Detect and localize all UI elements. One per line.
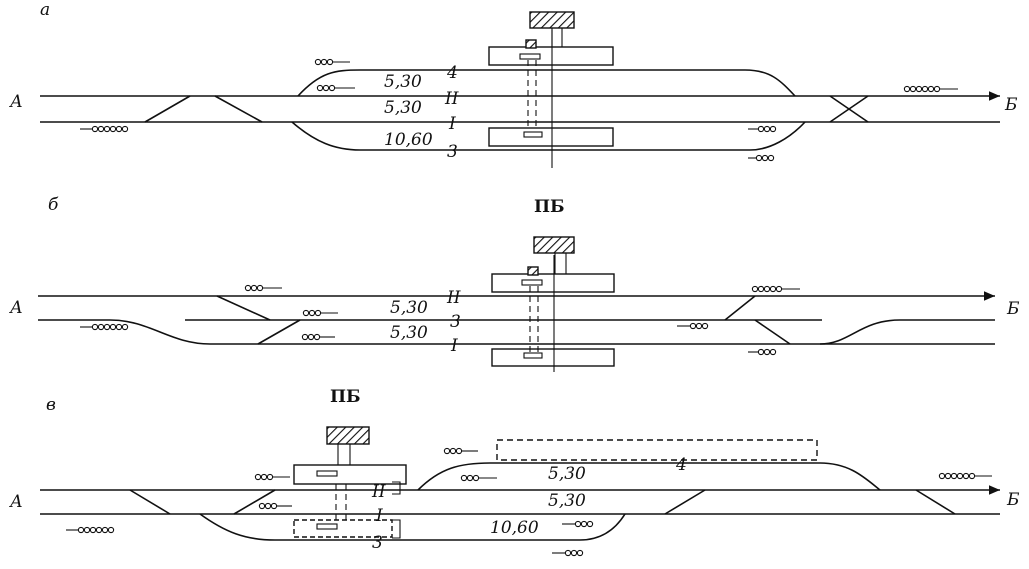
- panel-c-train-3-right: [552, 549, 584, 557]
- panel-c-length-4: 5,30: [548, 464, 586, 484]
- panel-a-lower-platform: [488, 127, 614, 147]
- panel-a-train-I-right: [748, 125, 777, 133]
- panel-b-train-3-left: [302, 309, 338, 317]
- panel-c-track-label-3: 3: [372, 533, 383, 553]
- panel-b-train-I-left: [80, 323, 129, 331]
- panel-b-letter: б: [48, 195, 59, 215]
- panel-a-length-3: 10,60: [384, 130, 433, 150]
- panel-c-length-3: 10,60: [490, 518, 539, 538]
- panel-c-switch-right-1: [664, 489, 706, 515]
- panel-b-crossing-marker: [521, 279, 543, 286]
- panel-b-start-label: А: [9, 298, 23, 318]
- panel-b-switch-left-1: [216, 295, 271, 321]
- panel-b-train-I-left-inner: [301, 333, 335, 341]
- panel-a-length-II: 5,30: [384, 98, 422, 118]
- panel-c-upper-platform: [293, 464, 407, 485]
- panel-a-train-3-right: [748, 154, 775, 162]
- panel-c-station-building: [326, 426, 370, 445]
- panel-b: б ПБ: [9, 195, 1020, 372]
- panel-b-train-3-right: [677, 322, 709, 330]
- panel-a-train-I-left: [80, 125, 129, 133]
- panel-b-length-3: 5,30: [390, 298, 428, 318]
- panel-b-end-label: Б: [1006, 299, 1020, 319]
- panel-a: а: [9, 0, 1018, 168]
- panel-c: в ПБ: [9, 387, 1020, 557]
- panel-a-track-label-II: II: [444, 89, 459, 109]
- panel-c-train-II-left: [254, 473, 290, 481]
- panel-a-track-label-3: 3: [447, 142, 458, 162]
- panel-a-letter: а: [40, 0, 50, 20]
- panel-c-letter: в: [46, 395, 56, 415]
- panel-a-track-4: [297, 69, 796, 97]
- panel-a-train-top-left: [314, 58, 350, 66]
- panel-c-planned-platform: [496, 439, 818, 461]
- panel-b-train-I-right: [748, 348, 777, 356]
- panel-b-station-label: ПБ: [534, 197, 565, 217]
- panel-c-track-label-4: 4: [675, 455, 687, 475]
- panel-c-train-II-right: [938, 472, 992, 480]
- panel-b-switch-right-1: [724, 295, 756, 321]
- panel-b-length-I: 5,30: [390, 323, 428, 343]
- panel-b-train-II-right: [751, 285, 800, 293]
- panel-c-start-label: А: [9, 492, 23, 512]
- panel-b-train-II-left: [244, 284, 282, 292]
- panel-c-train-I-left-inner: [258, 502, 292, 510]
- panel-b-switch-left-2: [257, 319, 301, 345]
- panel-a-upper-platform: [488, 46, 614, 66]
- panel-a-crossing-marker: [519, 53, 541, 60]
- panel-c-train-4-left: [443, 447, 478, 455]
- panel-c-end-label: Б: [1006, 490, 1020, 510]
- panel-a-end-label: Б: [1004, 95, 1018, 115]
- panel-a-track-label-I: I: [448, 114, 456, 134]
- panel-a-start-label: А: [9, 92, 23, 112]
- panel-c-switch-left-2: [233, 489, 276, 515]
- panel-a-track-3: [291, 121, 806, 151]
- panel-c-switch-right-2: [915, 489, 956, 515]
- panel-a-length-4: 5,30: [384, 72, 422, 92]
- panel-c-station-label: ПБ: [330, 387, 361, 407]
- panel-b-switch-right-2: [754, 319, 791, 345]
- panel-a-crossover-left-2: [214, 95, 263, 123]
- panel-b-station-building: [533, 236, 575, 254]
- panel-c-track-label-I: I: [375, 506, 383, 526]
- panel-a-train-II-right: [903, 85, 958, 93]
- panel-b-track-label-I: I: [450, 336, 458, 356]
- panel-a-crossover-left-1: [144, 95, 191, 123]
- panel-c-train-4-inner: [460, 474, 497, 482]
- panel-b-track-label-3: 3: [450, 312, 461, 332]
- panel-c-switch-left-1: [129, 489, 171, 515]
- panel-b-lower-platform: [491, 348, 615, 367]
- panel-c-length-II: 5,30: [548, 491, 586, 511]
- panel-c-train-I-left: [66, 526, 115, 534]
- panel-c-track-4: [417, 462, 881, 491]
- panel-b-track-I: [38, 319, 995, 345]
- panel-c-train-I-right-inner: [562, 520, 594, 528]
- panel-a-track-label-4: 4: [446, 63, 458, 83]
- panel-a-station-building: [529, 11, 575, 29]
- panel-c-track-label-II: II: [371, 482, 386, 502]
- panel-c-track-3: [199, 513, 626, 541]
- panel-b-upper-platform: [491, 273, 615, 293]
- panel-a-train-II-left: [316, 84, 355, 92]
- panel-b-track-label-II: II: [446, 288, 461, 308]
